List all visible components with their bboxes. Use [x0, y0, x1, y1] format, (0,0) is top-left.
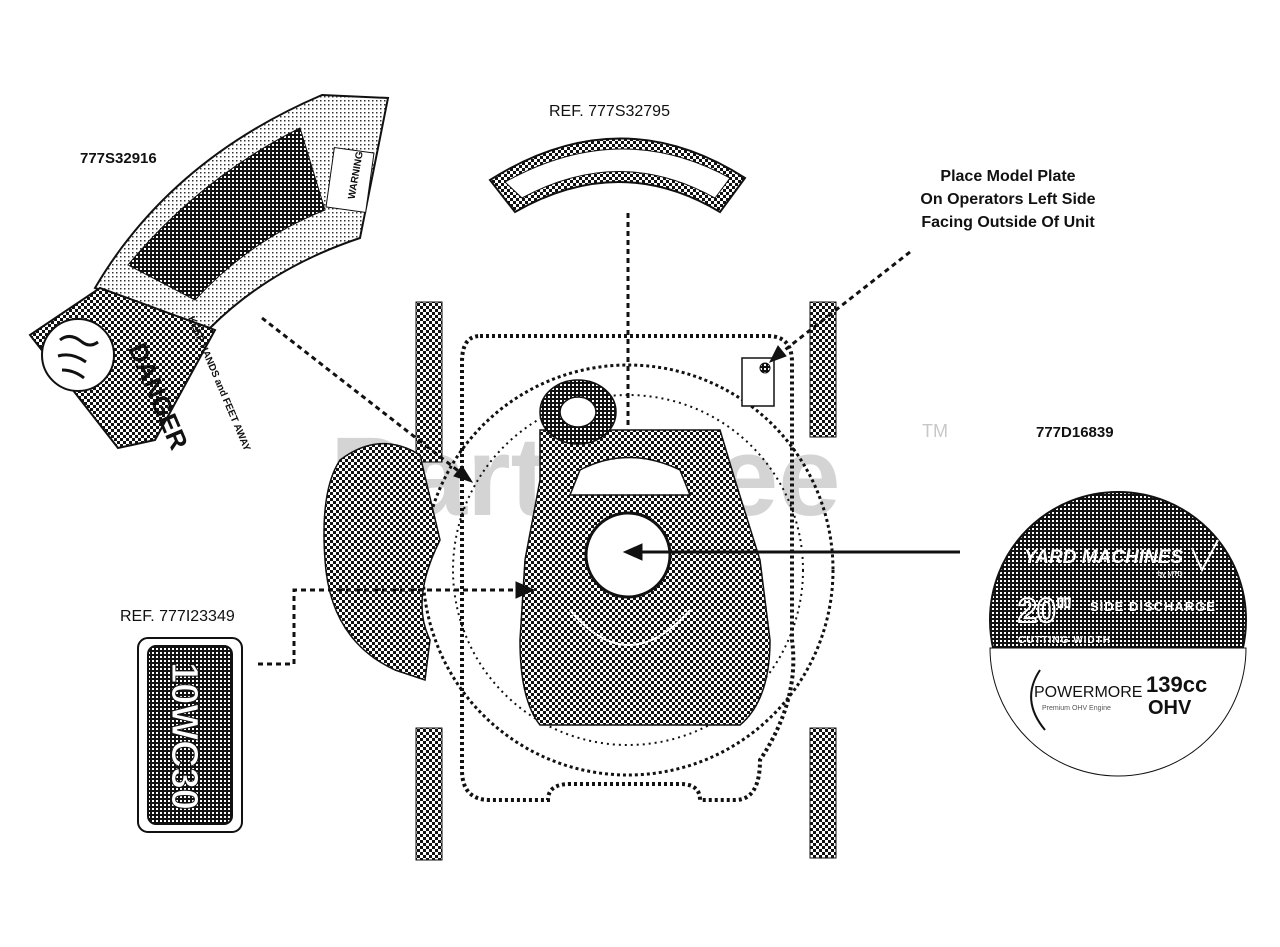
- engine-tag: Premium OHV Engine: [1042, 705, 1111, 712]
- danger-hand-icon: [41, 318, 115, 392]
- engine-brand: POWERMORE: [1034, 684, 1142, 701]
- brand-text: YARD MACHINES: [1024, 547, 1183, 568]
- wheel-rear-left: [415, 301, 443, 463]
- wheel-front-left: [415, 727, 443, 861]
- label-ref-777i23349: REF. 777I23349: [120, 608, 235, 625]
- valve-type: OHV: [1148, 697, 1192, 719]
- discharge-chute: [323, 443, 441, 682]
- label-777d16839: 777D16839: [1036, 424, 1114, 441]
- curved-strip-decal: [488, 137, 747, 214]
- arrowhead-777d16839: [622, 543, 643, 561]
- warning-panel: [325, 146, 375, 214]
- badge-lower-panel: [989, 647, 1247, 777]
- decal-777d16839: YARD MACHINES by MTD 20" SIDE DISCHARGE …: [989, 491, 1247, 777]
- blade-circle: [452, 394, 804, 746]
- deck-outline: [460, 334, 796, 802]
- decal-777s32916: WARNING DANGER KEEP HANDS and FEET AWAY: [28, 93, 390, 454]
- tag-inner: [147, 645, 233, 825]
- danger-subtitle: KEEP HANDS and FEET AWAY: [185, 315, 252, 453]
- width-number: 20": [1018, 592, 1072, 630]
- wheel-front-right: [809, 727, 837, 859]
- side-discharge-text: SIDE DISCHARGE: [1090, 599, 1216, 614]
- leader-777i23349: [258, 588, 530, 666]
- cutting-width-text: CUTTING WIDTH: [1018, 635, 1111, 646]
- arrowhead-777s32916: [453, 465, 474, 483]
- engine-center-circle: [584, 511, 672, 599]
- decal-777s32795: [488, 137, 747, 214]
- decal-arc-dark-band: [127, 127, 326, 301]
- brand-check-icon: [1191, 539, 1219, 573]
- hand-icon-lines: [57, 335, 99, 380]
- arrowhead-777i23349: [515, 581, 536, 599]
- leader-777s32916: [261, 316, 471, 482]
- leader-lines: [258, 213, 960, 666]
- wheel-rear-right: [809, 301, 837, 438]
- fuel-cap-inner: [559, 396, 597, 428]
- displacement: 139cc: [1146, 672, 1207, 697]
- brand-suffix: by MTD: [1158, 571, 1183, 578]
- engine-contour: [569, 609, 691, 646]
- decal-777i23349: 10WC30: [137, 637, 243, 833]
- leader-model-plate: [771, 250, 911, 362]
- model-plate-line3: Facing Outside Of Unit: [921, 214, 1095, 231]
- mower-deck: [323, 301, 837, 861]
- watermark-tm: TM: [922, 421, 948, 441]
- engine-swoosh-icon: [1030, 669, 1046, 731]
- model-plate-line1: Place Model Plate: [940, 168, 1075, 185]
- arrowhead-model-plate: [768, 345, 787, 363]
- air-filter: [568, 456, 692, 496]
- tag-code-text: 10WC30: [163, 662, 205, 810]
- model-plate-rivet: [759, 362, 771, 374]
- label-777s32916: 777S32916: [80, 150, 157, 167]
- curved-strip-inner: [504, 148, 731, 199]
- label-ref-777s32795: REF. 777S32795: [549, 103, 670, 120]
- model-plate-line2: On Operators Left Side: [920, 191, 1095, 208]
